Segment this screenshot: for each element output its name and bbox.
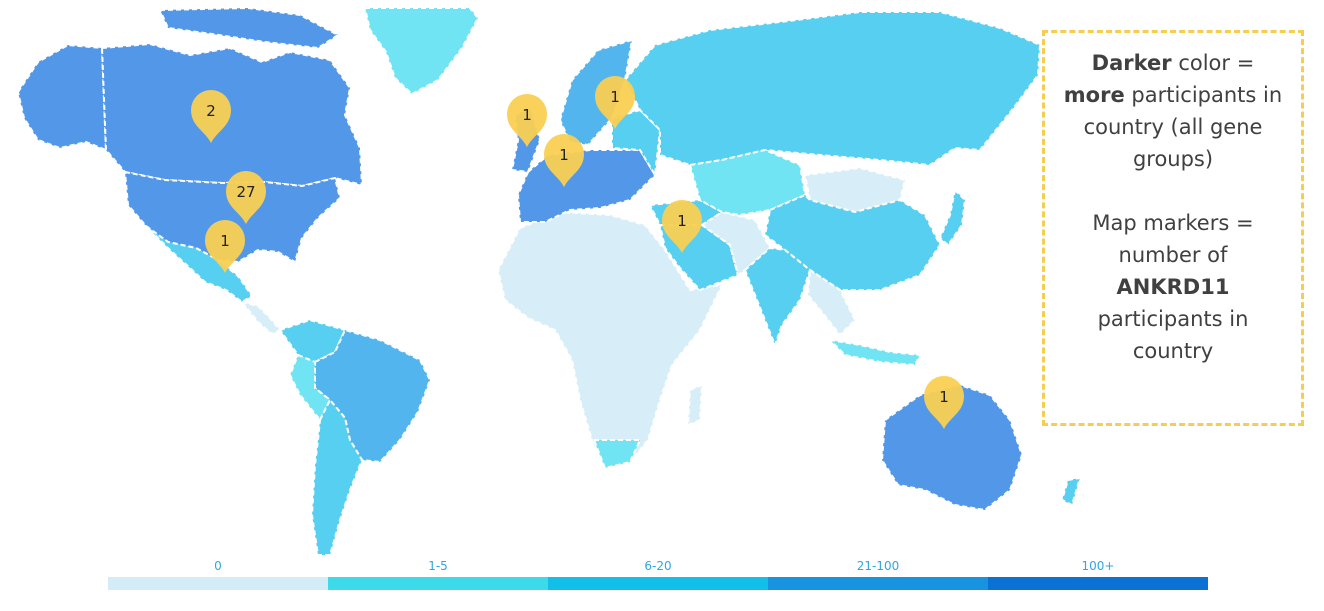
region-canada-arctic[interactable]: [159, 7, 339, 49]
legend-swatch: [768, 577, 988, 590]
region-china[interactable]: [764, 194, 941, 291]
info-line-4: ANKRD11: [1116, 275, 1230, 299]
region-canada[interactable]: [101, 43, 363, 187]
map-marker[interactable]: 1: [662, 200, 702, 253]
legend-label: 21-100: [856, 559, 900, 573]
legend-label: 6-20: [644, 559, 672, 573]
marker-count: 1: [677, 212, 687, 230]
region-alaska[interactable]: [17, 44, 107, 151]
region-south-africa[interactable]: [593, 439, 641, 469]
marker-count: 1: [559, 146, 569, 164]
marker-count: 1: [939, 388, 949, 406]
region-mexico[interactable]: [145, 225, 253, 303]
legend-label: 100+: [1081, 559, 1115, 573]
map-marker[interactable]: 1: [924, 376, 964, 429]
region-japan[interactable]: [939, 189, 966, 246]
legend-label: 1-5: [428, 559, 448, 573]
info-spacer: [1055, 175, 1291, 207]
region-indonesia[interactable]: [829, 339, 921, 366]
region-greenland[interactable]: [364, 7, 479, 95]
legend-swatch: [548, 577, 768, 590]
region-brazil[interactable]: [314, 329, 431, 463]
map-marker[interactable]: 1: [205, 220, 245, 273]
region-africa[interactable]: [497, 211, 723, 469]
legend-swatch: [988, 577, 1208, 590]
info-line-1: Darker color =: [1091, 51, 1255, 75]
region-central-america[interactable]: [241, 301, 281, 335]
region-eastern-europe[interactable]: [611, 109, 661, 176]
legend-label: 0: [214, 559, 222, 573]
marker-count: 1: [610, 88, 620, 106]
legend-bar: [108, 577, 1208, 590]
marker-count: 2: [206, 102, 216, 120]
map-marker[interactable]: 1: [595, 76, 635, 129]
region-india[interactable]: [744, 247, 811, 346]
map-marker[interactable]: 1: [507, 94, 547, 147]
legend-swatch: [328, 577, 548, 590]
region-southeast-asia[interactable]: [807, 269, 856, 336]
legend-labels: 0 1-5 6-20 21-100 100+: [108, 559, 1208, 575]
info-box: Darker color = more participants in coun…: [1042, 30, 1304, 426]
marker-count: 1: [522, 106, 532, 124]
region-madagascar[interactable]: [687, 384, 703, 426]
legend-swatch: [108, 577, 328, 590]
marker-count: 27: [236, 183, 255, 201]
region-southern-cone[interactable]: [311, 399, 363, 556]
info-line-3: Map markers = number of: [1092, 211, 1254, 267]
color-legend: 0 1-5 6-20 21-100 100+: [108, 559, 1208, 590]
marker-count: 1: [220, 232, 230, 250]
map-marker[interactable]: 2: [191, 90, 231, 143]
map-marker[interactable]: 27: [226, 171, 266, 224]
region-western-europe[interactable]: [517, 149, 656, 223]
map-marker[interactable]: 1: [544, 134, 584, 187]
info-line-5: participants in country: [1097, 307, 1249, 363]
region-new-zealand[interactable]: [1061, 477, 1081, 506]
region-russia[interactable]: [624, 11, 1041, 166]
info-line-2: more participants in country (all gene g…: [1063, 83, 1283, 171]
